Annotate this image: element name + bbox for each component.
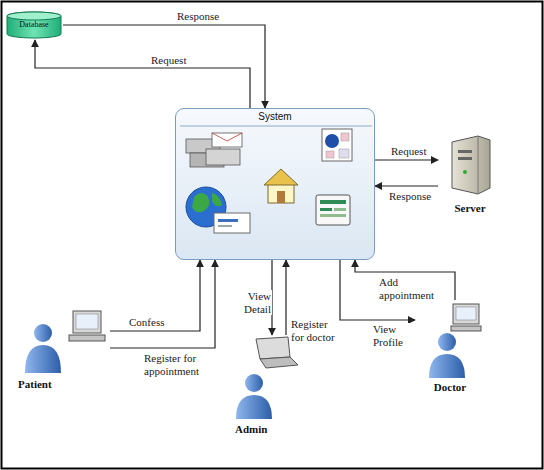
doctor-icon xyxy=(415,300,485,393)
system-icons xyxy=(176,109,376,261)
flow-arrow xyxy=(110,260,200,331)
edge-label: Request xyxy=(150,54,187,67)
edge-label: Confess xyxy=(128,316,165,329)
server-node: Server xyxy=(438,128,502,214)
edge-label: Register for doctor xyxy=(290,318,336,343)
flow-arrow xyxy=(63,25,265,108)
flow-arrow xyxy=(35,40,250,108)
edge-label: Request xyxy=(390,145,427,158)
actor-node: Admin xyxy=(232,335,302,435)
node-label: Server xyxy=(454,202,485,214)
flow-arrow xyxy=(375,159,438,160)
edge-label: Response xyxy=(176,10,220,23)
node-label: Patient xyxy=(18,378,52,390)
edge-label: View Profile xyxy=(372,323,414,348)
actor-node: Doctor xyxy=(415,300,485,393)
box-heading: System xyxy=(258,111,291,122)
node-label: Doctor xyxy=(434,381,466,393)
flow-arrow xyxy=(375,185,438,186)
server-icon xyxy=(438,128,502,214)
node-label: Admin xyxy=(235,423,267,435)
edge-label: Add appointment xyxy=(378,276,442,301)
node-label: Database xyxy=(19,21,48,30)
flow-arrow xyxy=(110,260,215,348)
edge-label: Response xyxy=(388,190,432,203)
patient-icon xyxy=(15,305,110,390)
database-node: Database xyxy=(5,10,63,40)
flow-arrow xyxy=(285,260,286,335)
admin-icon xyxy=(232,335,302,435)
edge-label: Register for appointment xyxy=(143,352,211,377)
edge-label: View Detail xyxy=(234,290,272,315)
actor-node: Patient xyxy=(15,305,110,390)
system-box: System xyxy=(175,108,375,260)
